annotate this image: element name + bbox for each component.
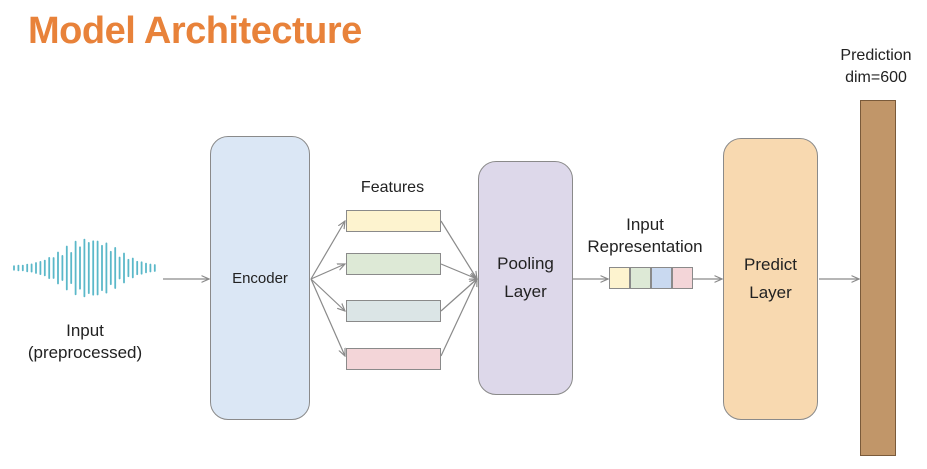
pooling-layer-block: Pooling Layer <box>478 161 573 395</box>
audio-waveform-icon <box>13 238 156 298</box>
arrow-encoder-to-feature-2 <box>310 264 345 280</box>
predict-label-line1: Predict <box>744 255 797 274</box>
pooling-label-line1: Pooling <box>497 254 554 273</box>
input-representation-line1: Input <box>626 215 664 234</box>
encoder-block: Encoder <box>210 136 310 420</box>
representation-cell-4 <box>672 267 693 289</box>
input-representation-label: Input Representation <box>570 214 720 258</box>
feature-vector-1 <box>346 210 441 232</box>
input-label-line2: (preprocessed) <box>27 343 143 362</box>
representation-cell-3 <box>651 267 672 289</box>
feature-vector-4 <box>346 348 441 370</box>
feature-vector-2 <box>346 253 441 275</box>
prediction-output-bar <box>860 100 896 456</box>
representation-cell-1 <box>609 267 630 289</box>
prediction-label-line1: Prediction <box>840 47 912 64</box>
predict-layer-block: Predict Layer <box>723 138 818 420</box>
arrow-feature-2-to-pooling <box>440 263 477 279</box>
arrow-feature-1-to-pooling <box>440 220 477 279</box>
pooling-label-line2: Layer <box>504 282 547 301</box>
input-label-line1: Input <box>66 321 104 340</box>
slide-title: Model Architecture <box>28 10 362 52</box>
features-label: Features <box>360 179 425 196</box>
arrow-feature-3-to-pooling <box>440 279 477 312</box>
prediction-label-line2: dim=600 <box>845 69 907 86</box>
encoder-label: Encoder <box>232 269 288 287</box>
input-label: Input (preprocessed) <box>10 320 160 364</box>
arrow-encoder-to-feature-3 <box>310 278 345 311</box>
feature-vector-3 <box>346 300 441 322</box>
representation-cell-2 <box>630 267 651 289</box>
arrow-encoder-to-feature-4 <box>310 278 345 356</box>
arrow-feature-4-to-pooling <box>440 279 477 357</box>
arrow-encoder-to-feature-1 <box>310 221 345 280</box>
input-representation-line2: Representation <box>587 237 703 256</box>
predict-label-line2: Layer <box>749 283 792 302</box>
prediction-label: Prediction dim=600 <box>820 45 927 89</box>
